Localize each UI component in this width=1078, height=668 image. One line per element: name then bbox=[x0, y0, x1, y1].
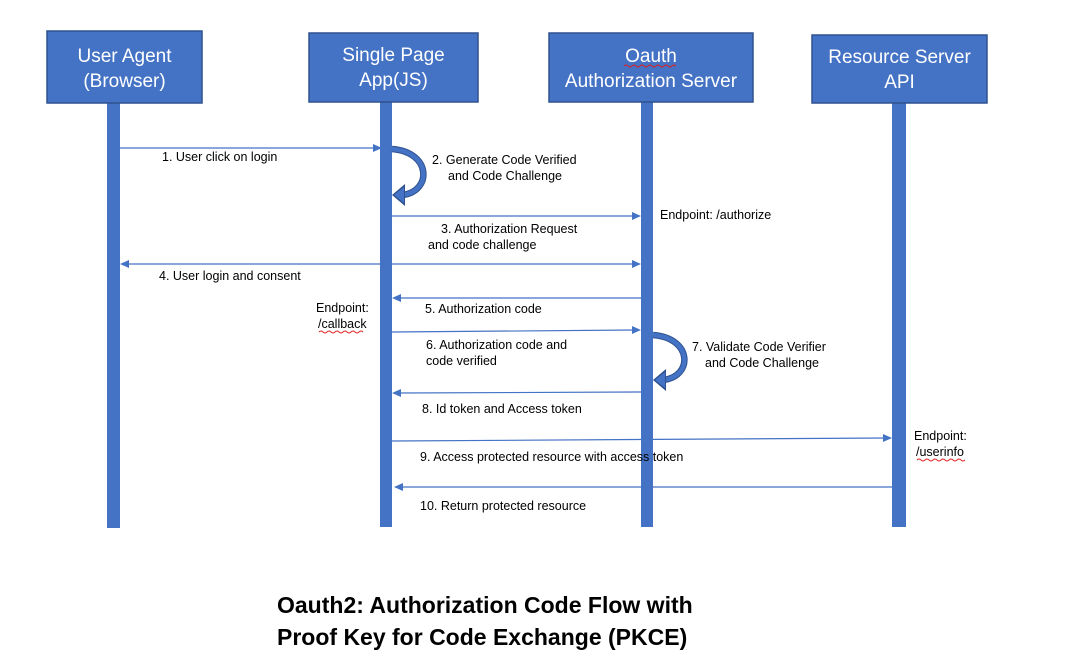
note-endpoint-callback-line2: /callback bbox=[318, 317, 367, 331]
spellcheck-underline-userinfo bbox=[916, 458, 966, 462]
selfloop-msg-7 bbox=[652, 331, 688, 391]
lifeline-spa bbox=[380, 102, 392, 527]
actor-user-agent-line2: (Browser) bbox=[83, 71, 165, 92]
arrowhead-msg-4-right bbox=[632, 260, 641, 268]
note-endpoint-authorize: Endpoint: /authorize bbox=[660, 208, 771, 222]
label-msg-7-line2: and Code Challenge bbox=[705, 356, 819, 370]
actor-spa-line2: App(JS) bbox=[359, 70, 428, 91]
note-endpoint-callback-line1: Endpoint: bbox=[316, 301, 369, 315]
arrow-msg-6 bbox=[391, 329, 636, 333]
actor-resource-server: Resource Server API bbox=[811, 34, 988, 104]
label-msg-10: 10. Return protected resource bbox=[420, 499, 586, 513]
spellcheck-underline-oauth bbox=[623, 64, 677, 68]
actor-auth-server-line2: Authorization Server bbox=[565, 71, 738, 92]
label-msg-5: 5. Authorization code bbox=[425, 302, 542, 316]
arrowhead-msg-6 bbox=[632, 326, 641, 334]
actor-auth-server: Oauth Authorization Server bbox=[548, 32, 754, 103]
label-msg-6-line2: code verified bbox=[426, 354, 497, 368]
lifeline-resource-server bbox=[892, 103, 906, 527]
label-msg-3-line1: 3. Authorization Request bbox=[441, 222, 578, 236]
actor-user-agent-line1: User Agent bbox=[78, 46, 173, 67]
actor-spa-line1: Single Page bbox=[342, 45, 444, 66]
arrowhead-msg-5 bbox=[392, 294, 401, 302]
label-msg-2-line1: 2. Generate Code Verified bbox=[432, 153, 577, 167]
arrow-msg-9 bbox=[391, 437, 887, 442]
label-msg-1: 1. User click on login bbox=[162, 150, 277, 164]
label-msg-3-line2: and code challenge bbox=[428, 238, 536, 252]
label-msg-7-line1: 7. Validate Code Verifier bbox=[692, 340, 826, 354]
selfloop-msg-2 bbox=[391, 145, 427, 206]
label-msg-4: 4. User login and consent bbox=[159, 269, 301, 283]
diagram-title-line2: Proof Key for Code Exchange (PKCE) bbox=[277, 624, 688, 650]
label-msg-8: 8. Id token and Access token bbox=[422, 402, 582, 416]
note-endpoint-userinfo-line2: /userinfo bbox=[916, 445, 964, 459]
label-msg-9: 9. Access protected resource with access… bbox=[420, 450, 683, 464]
arrowhead-msg-4-left bbox=[120, 260, 129, 268]
arrow-msg-8 bbox=[397, 391, 642, 394]
actor-resource-server-line2: API bbox=[884, 72, 915, 93]
diagram-title-line1: Oauth2: Authorization Code Flow with bbox=[277, 592, 693, 618]
label-msg-6-line1: 6. Authorization code and bbox=[426, 338, 567, 352]
arrowhead-msg-10 bbox=[394, 483, 403, 491]
actor-resource-server-line1: Resource Server bbox=[828, 47, 971, 68]
actor-auth-server-line1: Oauth bbox=[625, 46, 677, 67]
arrowhead-msg-1 bbox=[373, 144, 382, 152]
spellcheck-underline-callback bbox=[318, 330, 364, 334]
lifeline-user-agent bbox=[107, 103, 120, 528]
actor-user-agent: User Agent (Browser) bbox=[46, 30, 203, 104]
arrowhead-msg-3 bbox=[632, 212, 641, 220]
arrowhead-msg-9 bbox=[883, 434, 892, 442]
label-msg-2-line2: and Code Challenge bbox=[448, 169, 562, 183]
arrowhead-msg-8 bbox=[392, 389, 401, 397]
actor-spa: Single Page App(JS) bbox=[308, 32, 479, 103]
lifeline-auth-server bbox=[641, 102, 653, 527]
note-endpoint-userinfo-line1: Endpoint: bbox=[914, 429, 967, 443]
